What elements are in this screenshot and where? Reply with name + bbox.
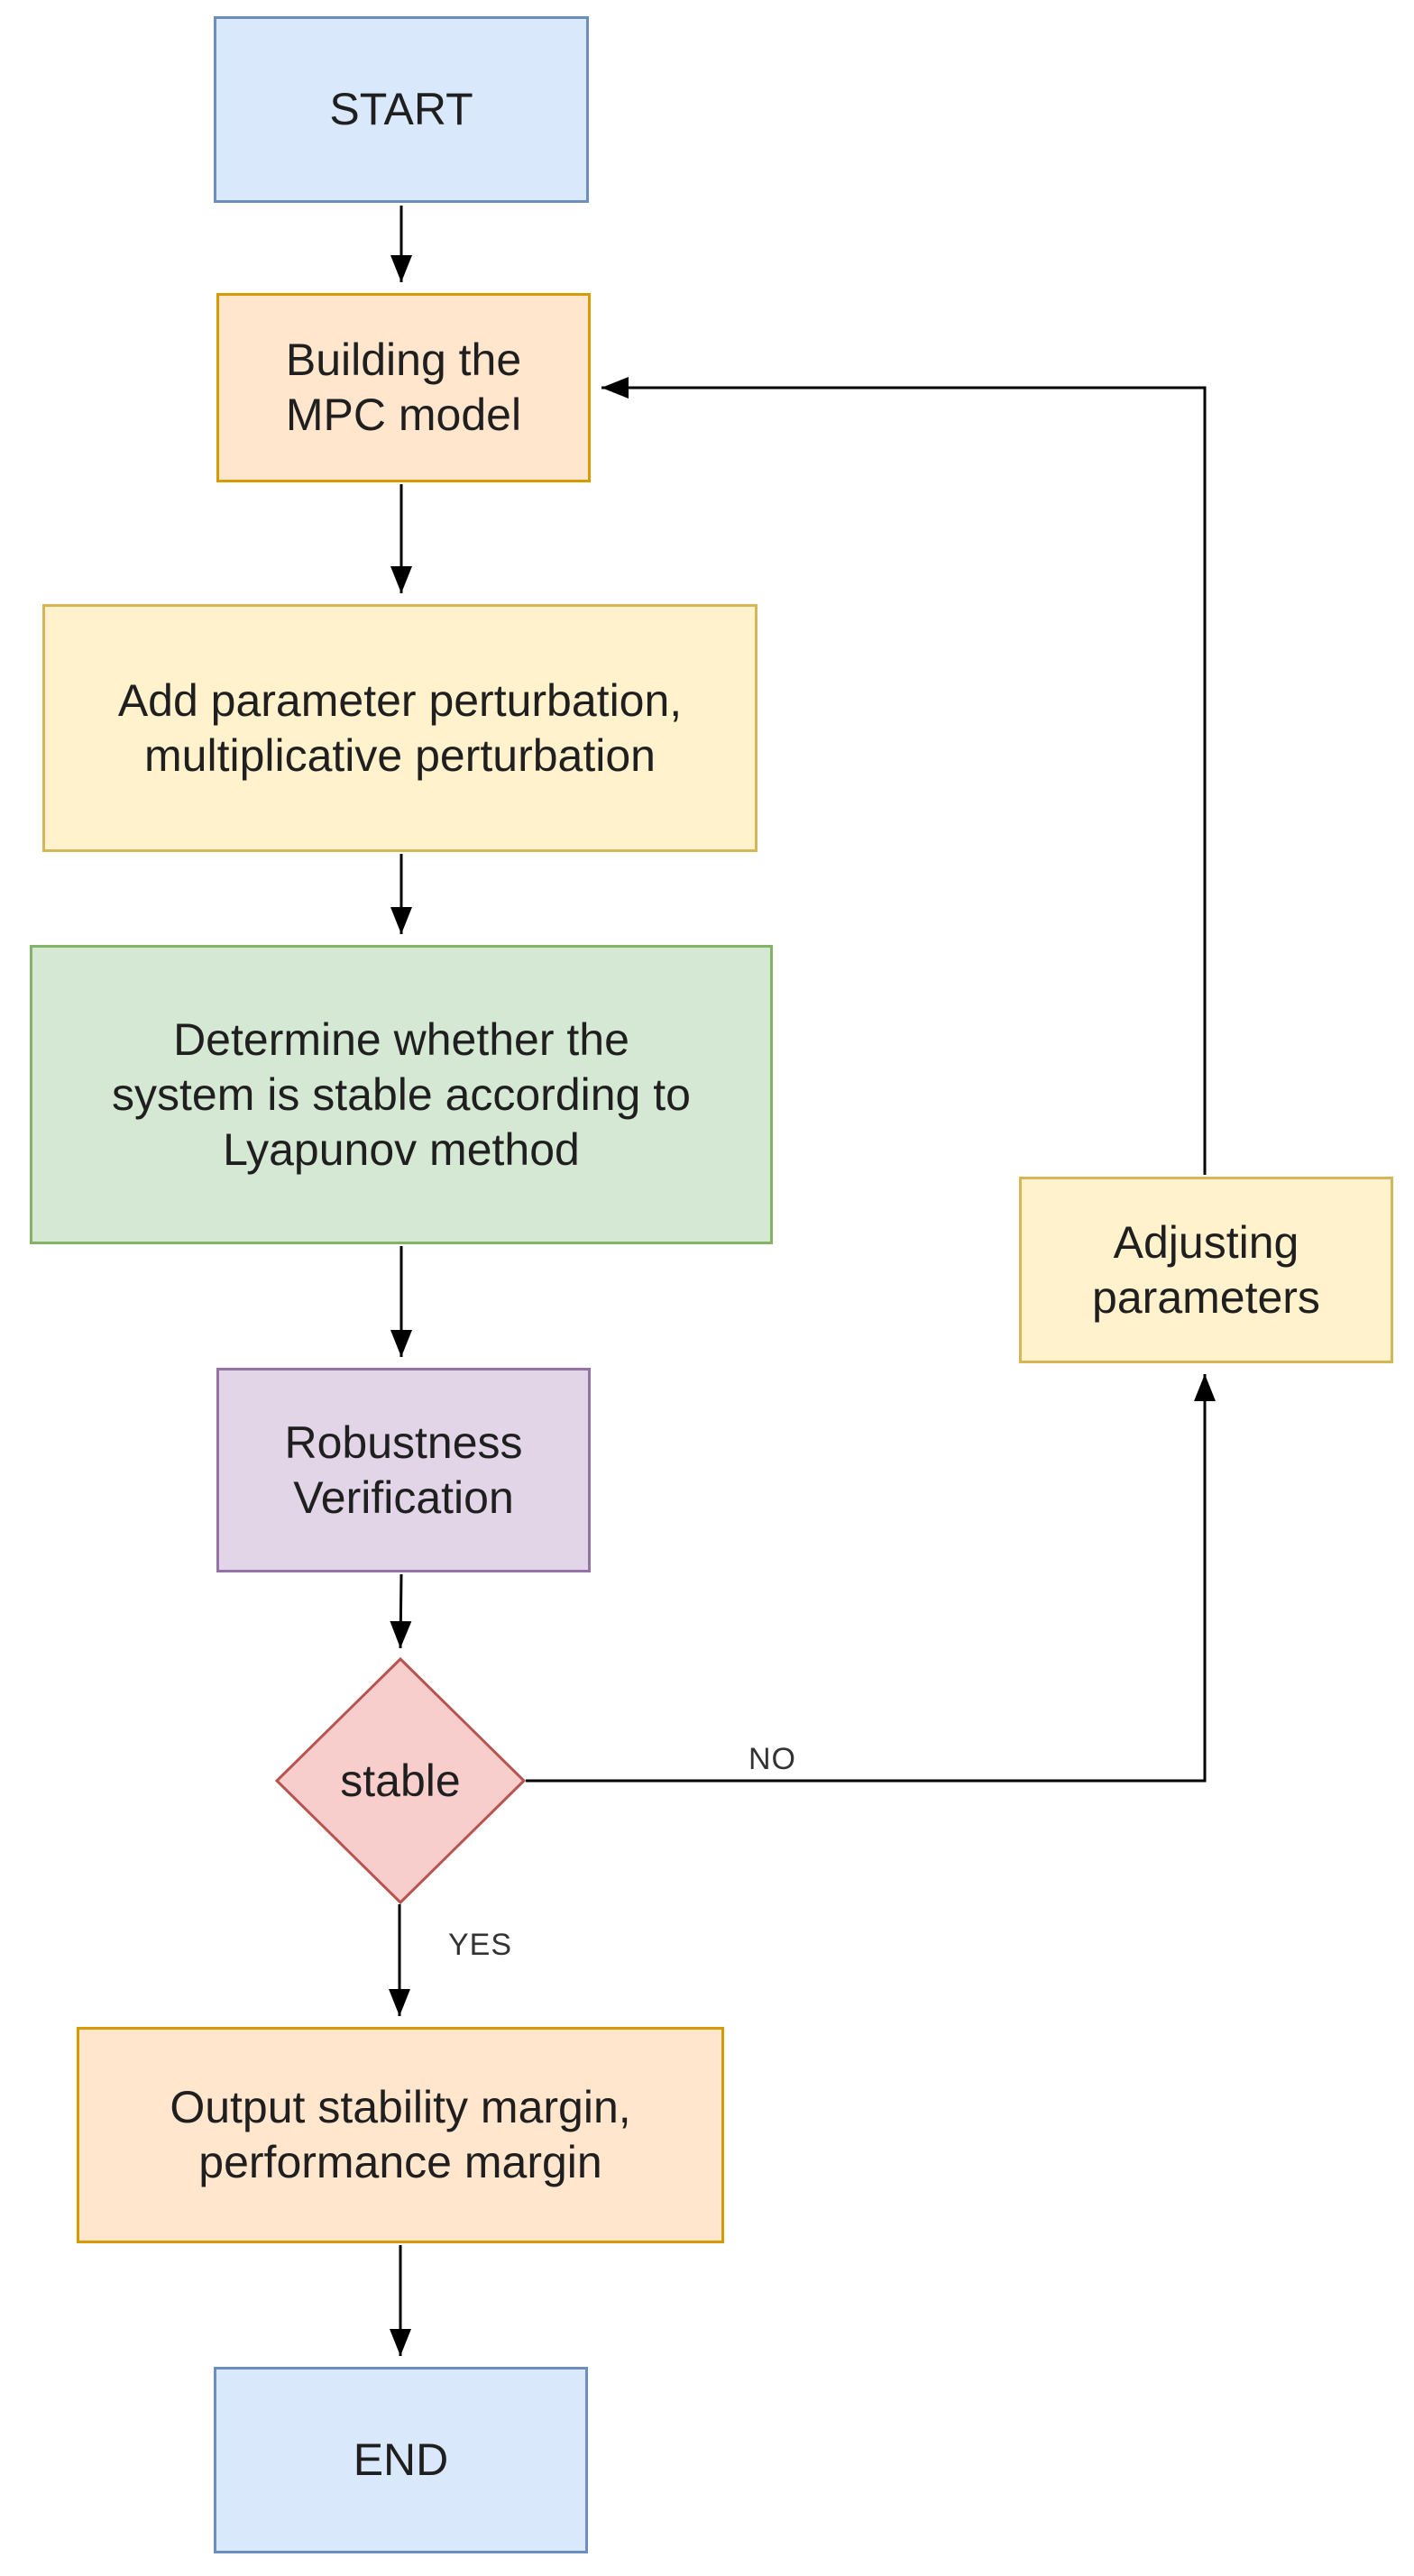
node-adjusting-parameters: Adjusting parameters [1019,1177,1393,1363]
edge-adjust-to-build-mpc [601,377,1207,1175]
node-end-label: END [353,2434,449,2485]
edge-robustness-to-stable [390,1573,412,1649]
node-start-label: START [329,84,473,134]
decision-stable-label: stable [340,1756,461,1806]
node-robustness-verification: Robustness Verification [216,1368,591,1572]
node-output-margins: Output stability margin, performance mar… [77,2027,724,2243]
node-robustness-verification-label: Robustness Verification [284,1416,523,1523]
node-building-mpc-model-label: Building the MPC model [285,335,522,440]
node-add-perturbation-label: Add parameter perturbation, multiplicati… [117,674,683,781]
node-output-margins-label: Output stability margin, performance mar… [170,2082,631,2187]
decision-stable-diamond [274,1656,527,1905]
node-lyapunov-stability-check-label: Determine whether the system is stable a… [112,1013,691,1175]
node-start: START [214,16,589,203]
node-building-mpc-model: Building the MPC model [216,293,591,482]
node-add-perturbation: Add parameter perturbation, multiplicati… [42,604,758,852]
node-end: END [214,2367,588,2553]
node-lyapunov-stability-check: Determine whether the system is stable a… [30,945,773,1244]
edge-label-no: NO [748,1742,796,1776]
edge-label-yes: YES [448,1928,513,1962]
edge-stable-no-to-adjust [526,1374,1216,1783]
node-adjusting-parameters-label: Adjusting parameters [1092,1216,1320,1323]
